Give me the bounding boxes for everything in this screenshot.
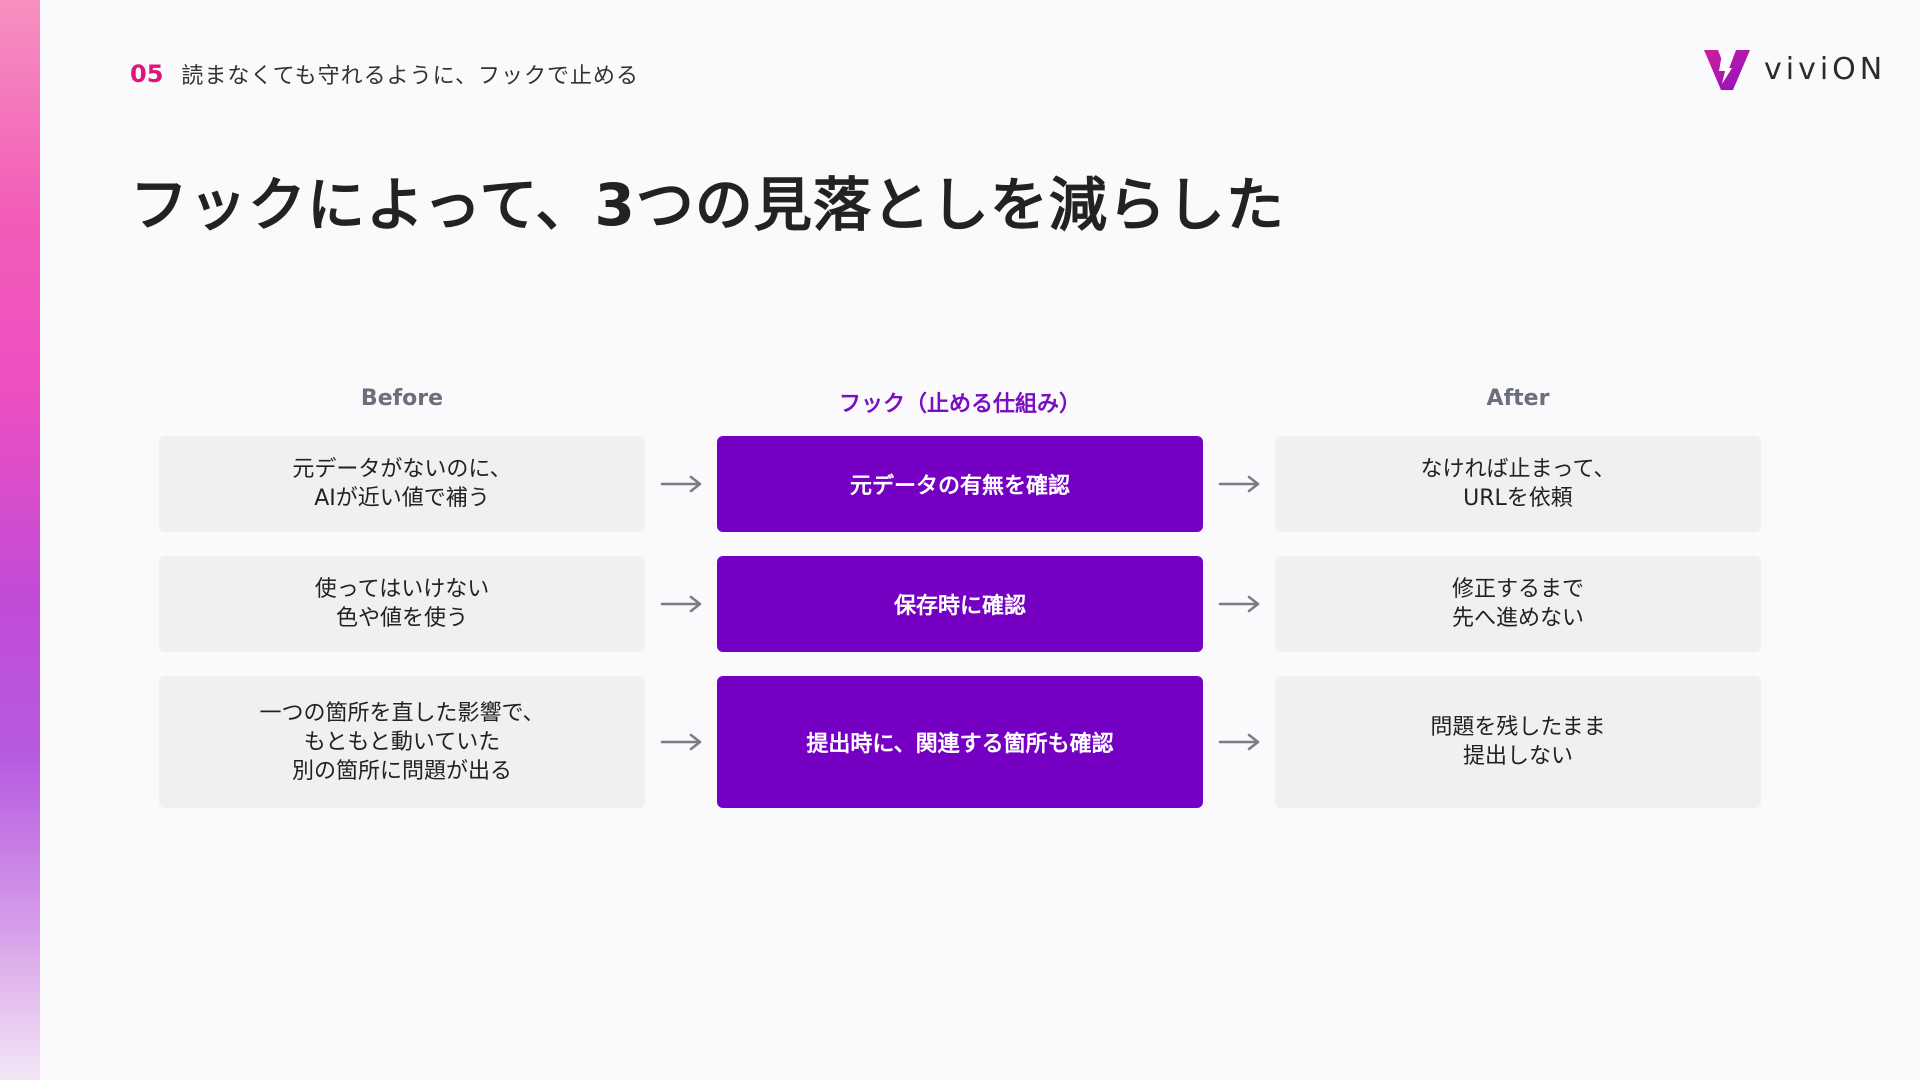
arrow-right-icon — [1218, 733, 1260, 751]
brand-logo: viviON — [1702, 44, 1886, 94]
column-header-before: Before — [360, 386, 444, 411]
hook-text: 保存時に確認 — [893, 594, 1026, 619]
before-card: 使ってはいけない 色や値を使う — [159, 556, 645, 652]
arrow-right-icon — [1218, 595, 1260, 613]
arrow-right-icon — [660, 733, 702, 751]
arrow-right-icon — [660, 595, 702, 613]
after-card: 問題を残したまま 提出しない — [1275, 676, 1761, 808]
hook-card: 元データの有無を確認 — [717, 436, 1203, 532]
after-text: 問題を残したまま 提出しない — [1430, 715, 1606, 769]
before-text: 一つの箇所を直した影響で、 もともと動いていた 別の箇所に問題が出る — [259, 700, 545, 784]
section-title: 読まなくても守れるように、フックで止める — [181, 64, 639, 89]
page-title: フックによって、3つの見落としを減らした — [130, 171, 1285, 239]
before-card: 元データがないのに、 AIが近い値で補う — [159, 436, 645, 532]
after-card: なければ止まって、 URLを依頼 — [1275, 436, 1761, 532]
after-text: 修正するまで 先へ進めない — [1451, 577, 1584, 631]
column-header-after: After — [1486, 386, 1550, 411]
decorative-gradient-strip — [0, 0, 40, 1080]
hook-card: 提出時に、関連する箇所も確認 — [717, 676, 1203, 808]
hook-card: 保存時に確認 — [717, 556, 1203, 652]
arrow-right-icon — [660, 475, 702, 493]
logo-text: viviON — [1764, 51, 1887, 87]
after-card: 修正するまで 先へ進めない — [1275, 556, 1761, 652]
hook-text: 提出時に、関連する箇所も確認 — [806, 732, 1114, 757]
before-text: 元データがないのに、 AIが近い値で補う — [292, 457, 512, 511]
after-text: なければ止まって、 URLを依頼 — [1420, 457, 1616, 511]
vivion-logo-icon — [1704, 50, 1750, 90]
hook-text: 元データの有無を確認 — [849, 474, 1070, 499]
section-header: 05 読まなくても守れるように、フックで止める — [130, 58, 639, 90]
section-number: 05 — [130, 60, 164, 88]
column-header-hook: フック（止める仕組み） — [838, 392, 1081, 417]
before-text: 使ってはいけない 色や値を使う — [314, 577, 490, 631]
before-card: 一つの箇所を直した影響で、 もともと動いていた 別の箇所に問題が出る — [159, 676, 645, 808]
arrow-right-icon — [1218, 475, 1260, 493]
